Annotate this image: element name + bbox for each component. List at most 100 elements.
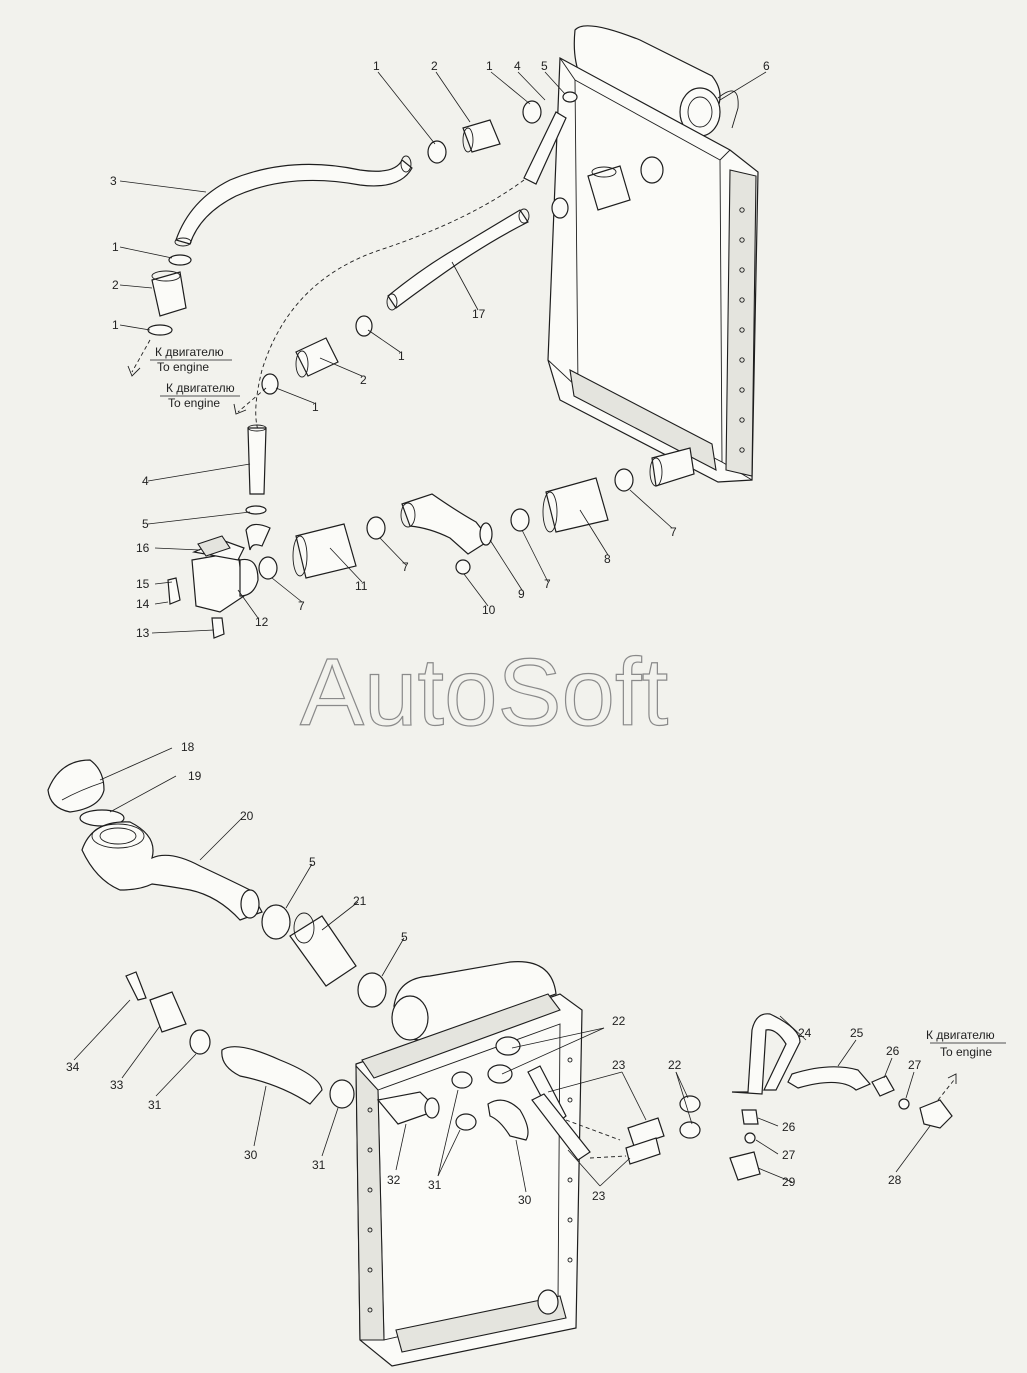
- note-en-2: To engine: [168, 396, 220, 410]
- callout-10: 10: [482, 603, 496, 617]
- callout-4b: 4: [142, 474, 149, 488]
- elbow-9: [401, 493, 491, 555]
- note-to-engine-3: К двигателю To engine: [926, 1028, 1006, 1059]
- callout-27a: 27: [908, 1058, 922, 1072]
- callout-31a: 31: [148, 1098, 162, 1112]
- note-en-3: To engine: [940, 1045, 992, 1059]
- callout-7a: 7: [298, 599, 305, 613]
- callout-19: 19: [188, 769, 202, 783]
- clamp-1e: [355, 315, 373, 337]
- callout-22b: 22: [668, 1058, 682, 1072]
- callout-8: 8: [604, 552, 611, 566]
- nut-26b: [741, 1109, 759, 1125]
- filler-neck-20: [81, 821, 263, 921]
- note-ru-1: К двигателю: [155, 345, 224, 359]
- dashed-route: [255, 179, 525, 431]
- callout-12: 12: [255, 615, 269, 629]
- sleeve-2b: [151, 271, 187, 317]
- clamp-7b: [366, 516, 386, 540]
- callout-5a: 5: [541, 59, 548, 73]
- callout-27b: 27: [782, 1148, 796, 1162]
- hose-23d: [625, 1137, 661, 1165]
- callout-7d: 7: [670, 525, 677, 539]
- callout-5b: 5: [142, 517, 149, 531]
- hose-17: [387, 209, 529, 309]
- plug-10: [455, 559, 471, 575]
- clamp-5b: [245, 505, 267, 515]
- callout-32: 32: [387, 1173, 401, 1187]
- pipe-4b: [247, 427, 267, 495]
- callout-23b: 23: [592, 1189, 606, 1203]
- washer-27a: [898, 1098, 910, 1110]
- callout-26b: 26: [782, 1120, 796, 1134]
- clamp-31: [189, 1029, 211, 1055]
- upper-radiator: [547, 25, 759, 487]
- callout-26a: 26: [886, 1044, 900, 1058]
- callout-6: 6: [763, 59, 770, 73]
- sleeve-21: [289, 915, 357, 987]
- callout-1b: 1: [486, 59, 493, 73]
- callout-17: 17: [472, 307, 486, 321]
- note-ru-2: К двигателю: [166, 381, 235, 395]
- callout-2c: 2: [360, 373, 367, 387]
- fitting-29: [729, 1151, 761, 1181]
- callout-13: 13: [136, 626, 150, 640]
- watermark: AutoSoft: [300, 639, 668, 746]
- callout-1a: 1: [373, 59, 380, 73]
- callout-4a: 4: [514, 59, 521, 73]
- callout-1c: 1: [112, 240, 119, 254]
- callout-1e: 1: [398, 349, 405, 363]
- callout-20: 20: [240, 809, 254, 823]
- callout-24: 24: [798, 1026, 812, 1040]
- lower-radiator: [329, 961, 583, 1367]
- hose-30a: [221, 1046, 323, 1105]
- sleeve-2a: [462, 119, 501, 153]
- callout-7b: 7: [402, 560, 409, 574]
- callout-28: 28: [888, 1173, 902, 1187]
- clamp-1b: [522, 100, 542, 124]
- note-to-engine-1: К двигателю To engine: [150, 345, 232, 374]
- note-en-1: To engine: [157, 360, 209, 374]
- pipe-24: [731, 1013, 801, 1095]
- note-ru-3: К двигателю: [926, 1028, 995, 1042]
- sleeve-2c: [295, 337, 339, 377]
- clamp-7d: [614, 468, 634, 492]
- clamp-1f: [261, 373, 279, 395]
- callout-1d: 1: [112, 318, 119, 332]
- hose-30b: [487, 1099, 529, 1141]
- callout-2b: 2: [112, 278, 119, 292]
- callout-34: 34: [66, 1060, 80, 1074]
- thermostat-housing: [167, 523, 271, 639]
- callout-29: 29: [782, 1175, 796, 1189]
- hose-3: [175, 159, 413, 245]
- clamp-1a: [427, 140, 447, 164]
- clamp-1c: [168, 254, 192, 266]
- callout-22a: 22: [612, 1014, 626, 1028]
- callout-30b: 30: [518, 1193, 532, 1207]
- callout-31c: 31: [428, 1178, 442, 1192]
- callout-9: 9: [518, 587, 525, 601]
- callout-21: 21: [353, 894, 367, 908]
- cap-18: [47, 759, 105, 813]
- tap-34: [125, 971, 147, 1001]
- callout-31b: 31: [312, 1158, 326, 1172]
- callout-15: 15: [136, 577, 150, 591]
- callout-23a: 23: [612, 1058, 626, 1072]
- nut-26a: [871, 1075, 895, 1097]
- clamp-5c: [261, 904, 291, 940]
- callout-5d: 5: [401, 930, 408, 944]
- callout-1f: 1: [312, 400, 319, 414]
- note-to-engine-2: К двигателю To engine: [160, 381, 240, 410]
- callout-3: 3: [110, 174, 117, 188]
- callout-16: 16: [136, 541, 150, 555]
- clamp-7a: [258, 556, 278, 580]
- callout-25: 25: [850, 1026, 864, 1040]
- sleeve-8: [545, 477, 609, 533]
- clamp-5d: [357, 972, 387, 1008]
- clamp-7c: [510, 508, 530, 532]
- hose-23b: [531, 1093, 591, 1161]
- clamp-5a: [562, 91, 578, 103]
- clamp-1d: [147, 324, 173, 336]
- fitting-28: [919, 1099, 953, 1129]
